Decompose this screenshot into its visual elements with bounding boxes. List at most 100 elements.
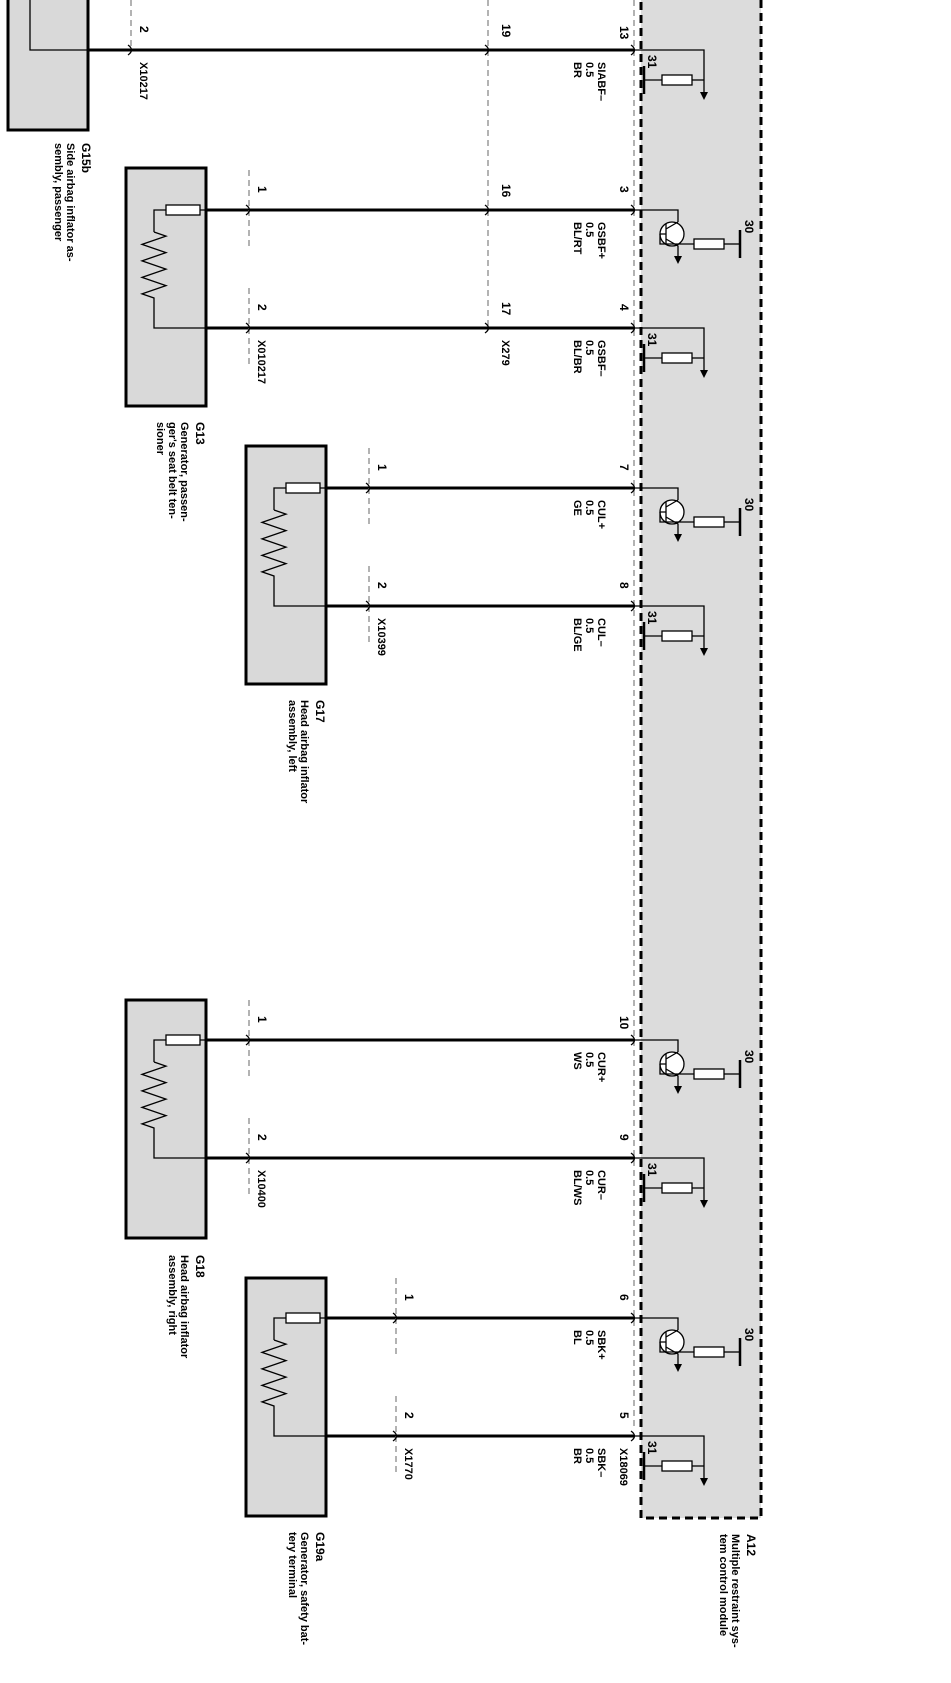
- driver-transistor-symbol: 30: [634, 1039, 756, 1094]
- wire-7: [206, 1118, 636, 1198]
- wire-gauge: 0.5: [583, 618, 595, 633]
- signal-name: GSBF–: [595, 340, 607, 377]
- wire-color: BL: [571, 1330, 583, 1345]
- pin-number: 1: [402, 1294, 416, 1301]
- component-description: Side airbag inflator as-: [64, 143, 76, 262]
- terminal-31-label: 31: [645, 55, 659, 69]
- connector-id: X10399: [375, 618, 387, 656]
- terminal-31-label: 31: [645, 611, 659, 625]
- wire-gauge: 0.5: [583, 1052, 595, 1067]
- ground-resistor-symbol: 31: [634, 327, 708, 378]
- terminal-31-label: 31: [645, 333, 659, 347]
- pin-number: 2: [255, 1134, 269, 1141]
- wire-gauge: 0.5: [583, 1170, 595, 1185]
- component-description: Generator, safety bat-: [298, 1532, 310, 1645]
- heating-element-symbol: [140, 231, 206, 329]
- component-description: Generator, passen-: [178, 422, 190, 522]
- component-ref: G18: [193, 1255, 207, 1278]
- connector-id: X10400: [255, 1170, 267, 1208]
- wire-color: WS: [571, 1052, 583, 1070]
- wire-color: BL/GE: [571, 618, 583, 652]
- pin-number: 8: [617, 582, 631, 589]
- ground-resistor-symbol: 31: [634, 49, 708, 100]
- ground-resistor-symbol: 31: [634, 1435, 708, 1486]
- wire-3: [206, 288, 636, 368]
- component-description: tem control module: [717, 1534, 729, 1636]
- pin-number: 6: [617, 1294, 631, 1301]
- wire-gauge: 0.5: [583, 340, 595, 355]
- wire-color: BR: [571, 1448, 583, 1464]
- pin-number: 2: [255, 304, 269, 311]
- driver-transistor-symbol: 30: [634, 1317, 756, 1372]
- pin-number: 4: [617, 304, 631, 311]
- wire-1: [88, 44, 636, 56]
- wire-gauge: 0.5: [583, 62, 595, 77]
- pin-number: 9: [617, 1134, 631, 1141]
- wire-color: BR: [571, 62, 583, 78]
- signal-name: CUR–: [595, 1170, 607, 1200]
- component-description: ger's seat belt ten-: [166, 422, 178, 519]
- component-description: Head airbag inflator: [178, 1255, 190, 1359]
- wire-5: [326, 566, 636, 646]
- component-g17: [244, 444, 328, 686]
- heating-element-symbol: [140, 1061, 206, 1159]
- component-ref: G15b: [79, 143, 93, 173]
- signal-name: SBK+: [595, 1330, 607, 1360]
- signal-name: SBK–: [595, 1448, 607, 1477]
- pin-number: 7: [617, 464, 631, 471]
- heating-element-symbol: [260, 1339, 326, 1437]
- wire-6: [206, 1000, 636, 1080]
- component-description: Multiple restraint sys-: [729, 1534, 741, 1648]
- pin-number: 17: [499, 302, 513, 316]
- pin-number: 2: [375, 582, 389, 589]
- terminal-30-label: 30: [742, 1050, 756, 1064]
- wire-8: [326, 1278, 636, 1358]
- driver-transistor-symbol: 30: [634, 209, 756, 264]
- driver-transistor-symbol: 30: [634, 487, 756, 542]
- component-g18: [124, 998, 208, 1240]
- pin-number: 16: [499, 184, 513, 198]
- terminal-31-label: 31: [645, 1163, 659, 1177]
- resistor-symbol: [165, 204, 201, 216]
- pin-number: 2: [402, 1412, 416, 1419]
- ground-resistor-symbol: 31: [634, 1157, 708, 1208]
- heating-element-symbol: [260, 509, 326, 607]
- wire-color: BL/BR: [571, 340, 583, 374]
- wire-4: [326, 448, 636, 528]
- signal-name: GSBF+: [595, 222, 607, 259]
- wire-gauge: 0.5: [583, 1330, 595, 1345]
- wire-2: [206, 170, 636, 250]
- wire-gauge: 0.5: [583, 222, 595, 237]
- wire-gauge: 0.5: [583, 1448, 595, 1463]
- component-description: assembly, left: [286, 700, 298, 772]
- pin-number: 19: [499, 24, 513, 38]
- component-g13: [124, 166, 208, 408]
- signal-name: CUL+: [595, 500, 607, 529]
- component-ref: G13: [193, 422, 207, 445]
- terminal-30-label: 30: [742, 1328, 756, 1342]
- resistor-symbol: [285, 482, 321, 494]
- pin-number: 1: [375, 464, 389, 471]
- component-description: sioner: [154, 422, 166, 456]
- connector-id: X010217: [255, 340, 267, 384]
- component-ref: A12: [744, 1534, 758, 1556]
- signal-name: CUR+: [595, 1052, 607, 1082]
- component-g15b: [6, 0, 90, 132]
- terminal-31-label: 31: [645, 1441, 659, 1455]
- pin-number: 1: [255, 1016, 269, 1023]
- connector-id: X279: [499, 340, 511, 366]
